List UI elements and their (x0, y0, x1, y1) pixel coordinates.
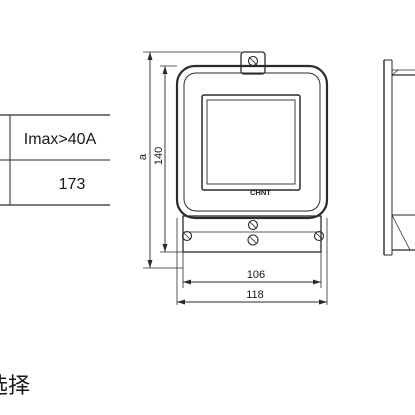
dim-label-118: 118 (246, 289, 264, 301)
spec-table: Imax>40A 173 (0, 114, 110, 206)
seal-screw (247, 219, 259, 231)
meter-inner-rim (183, 72, 321, 212)
meter-outer-body (175, 64, 329, 220)
vertical-dimensions: a 140 (137, 51, 241, 269)
brand-label: CHNT (250, 188, 271, 197)
dim-label-106: 106 (247, 269, 265, 281)
top-mount-tab (240, 51, 266, 75)
display-window-inner (206, 99, 296, 185)
horizontal-dimensions: 106 118 (176, 218, 328, 305)
meter-front-view: CHNT (175, 51, 329, 253)
terminal-cover (182, 215, 322, 253)
dim-label-a: a (137, 153, 149, 160)
bottom-left-screw (181, 230, 193, 242)
table-value-cell: 173 (59, 176, 86, 193)
table-header-cell: Imax>40A (24, 131, 97, 148)
section-caption: 选择 (0, 374, 31, 399)
center-screw (247, 234, 259, 246)
bottom-right-screw (313, 230, 325, 242)
dim-label-140: 140 (153, 147, 165, 165)
display-window (201, 94, 301, 191)
meter-side-view (383, 59, 415, 256)
